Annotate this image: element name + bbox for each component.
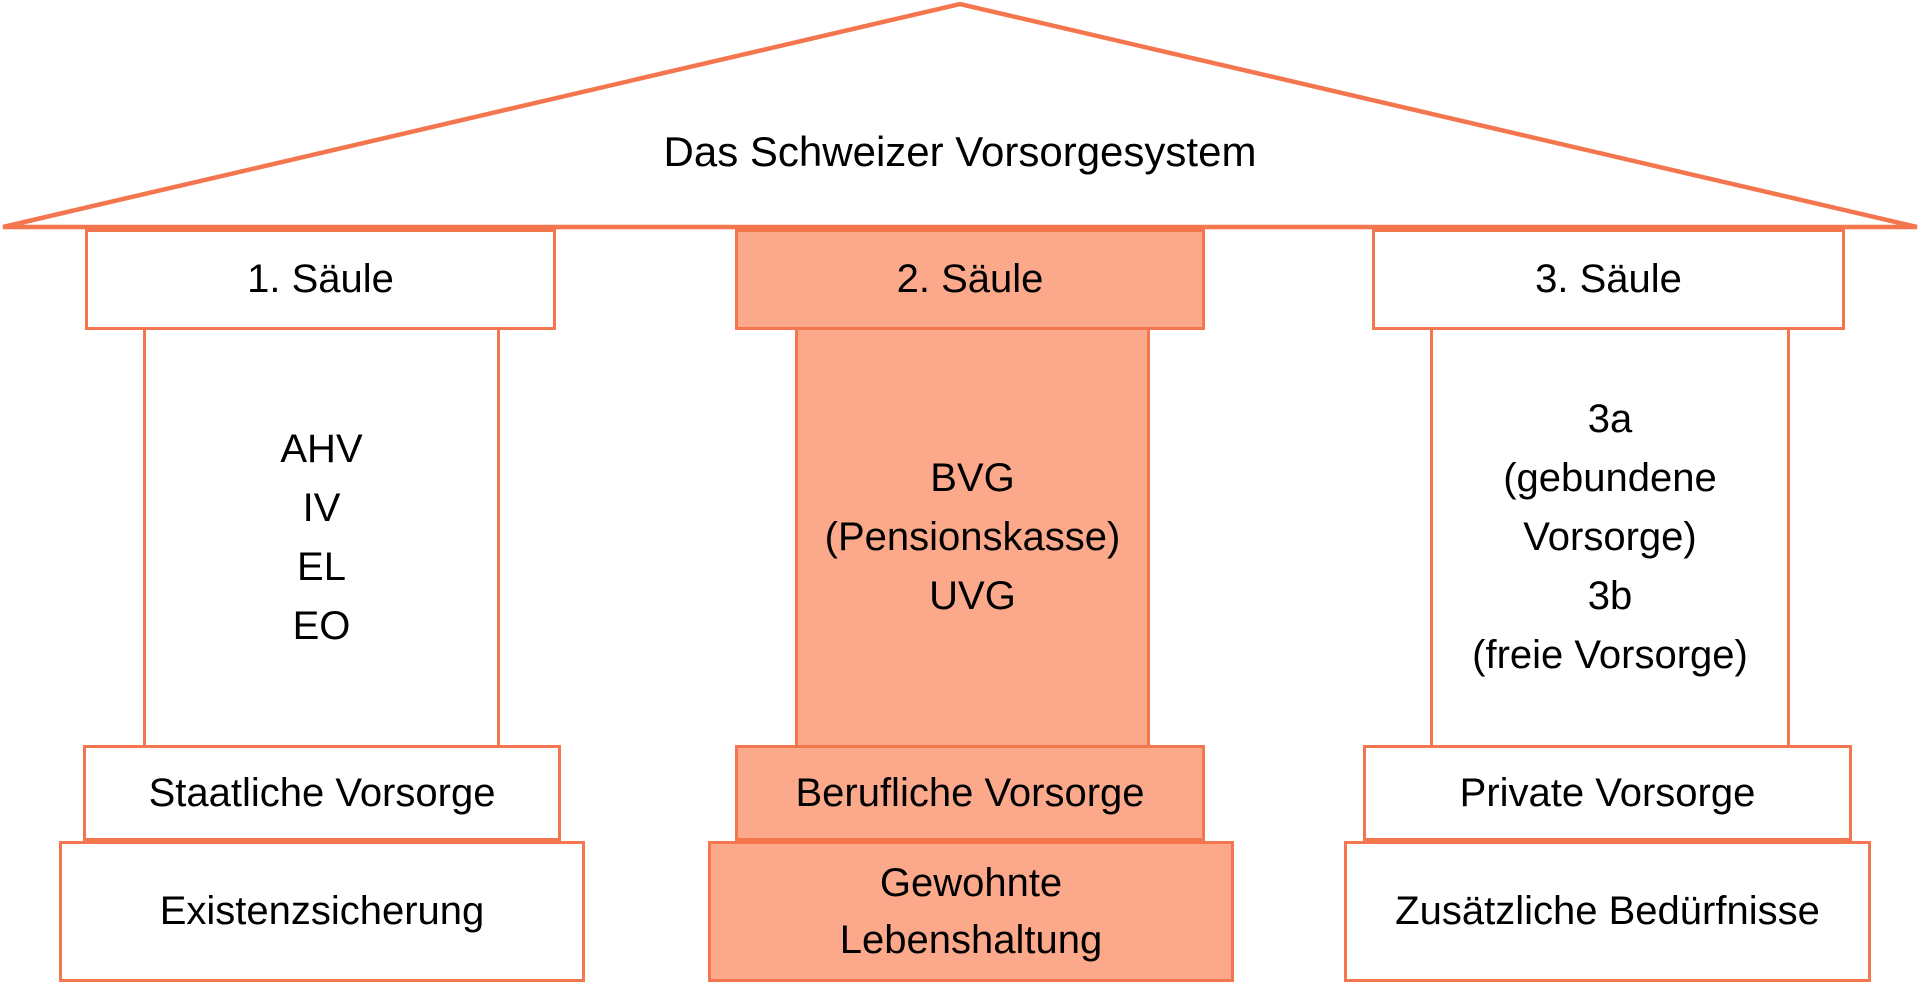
pillar-1-capital: Staatliche Vorsorge (83, 745, 561, 841)
pillar-1-shaft-line: IV (302, 485, 341, 530)
pillar-2-capital: Berufliche Vorsorge (735, 745, 1205, 841)
pillar-3-base: Zusätzliche Bedürfnisse (1344, 841, 1871, 982)
pillar-3-shaft: 3a (gebundene Vorsorge) 3b (freie Vorsor… (1430, 329, 1790, 746)
pillar-1-header: 1. Säule (85, 229, 556, 330)
pillar-1-shaft-line: AHV (280, 426, 363, 471)
pillar-3-shaft-line: 3b (1587, 574, 1633, 618)
pillar-1-shaft-line: EO (292, 603, 351, 648)
pillar-1-base: Existenzsicherung (59, 841, 585, 982)
pillar-1-base-line: Existenzsicherung (159, 889, 485, 933)
pillar-2-base: Gewohnte Lebenshaltung (708, 841, 1234, 982)
pillar-3-shaft-line: (gebundene (1503, 456, 1717, 500)
pillar-3-shaft-line: 3a (1587, 397, 1633, 441)
pillar-2-shaft: BVG (Pensionskasse) UVG (795, 329, 1150, 746)
pillar-1-shaft-line: EL (297, 544, 346, 589)
pillar-2-base-line: Lebenshaltung (839, 917, 1103, 962)
pillar-2-shaft-line: UVG (929, 574, 1016, 618)
diagram-title: Das Schweizer Vorsorgesystem (663, 128, 1257, 175)
pillar-3-capital: Private Vorsorge (1363, 745, 1852, 841)
pillar-2-shaft-line: BVG (930, 456, 1015, 500)
pillar-1-shaft: AHV IV EL EO (143, 329, 500, 746)
pillar-3-shaft-line: Vorsorge) (1523, 515, 1697, 559)
pillar-3-header: 3. Säule (1372, 229, 1845, 330)
pillar-3-base-line: Zusätzliche Bedürfnisse (1395, 889, 1820, 933)
pillar-2-shaft-line: (Pensionskasse) (824, 515, 1121, 559)
pillar-3-shaft-line: (freie Vorsorge) (1472, 633, 1748, 677)
pillar-2-header: 2. Säule (735, 229, 1205, 330)
pillar-2-base-line: Gewohnte (879, 860, 1063, 905)
